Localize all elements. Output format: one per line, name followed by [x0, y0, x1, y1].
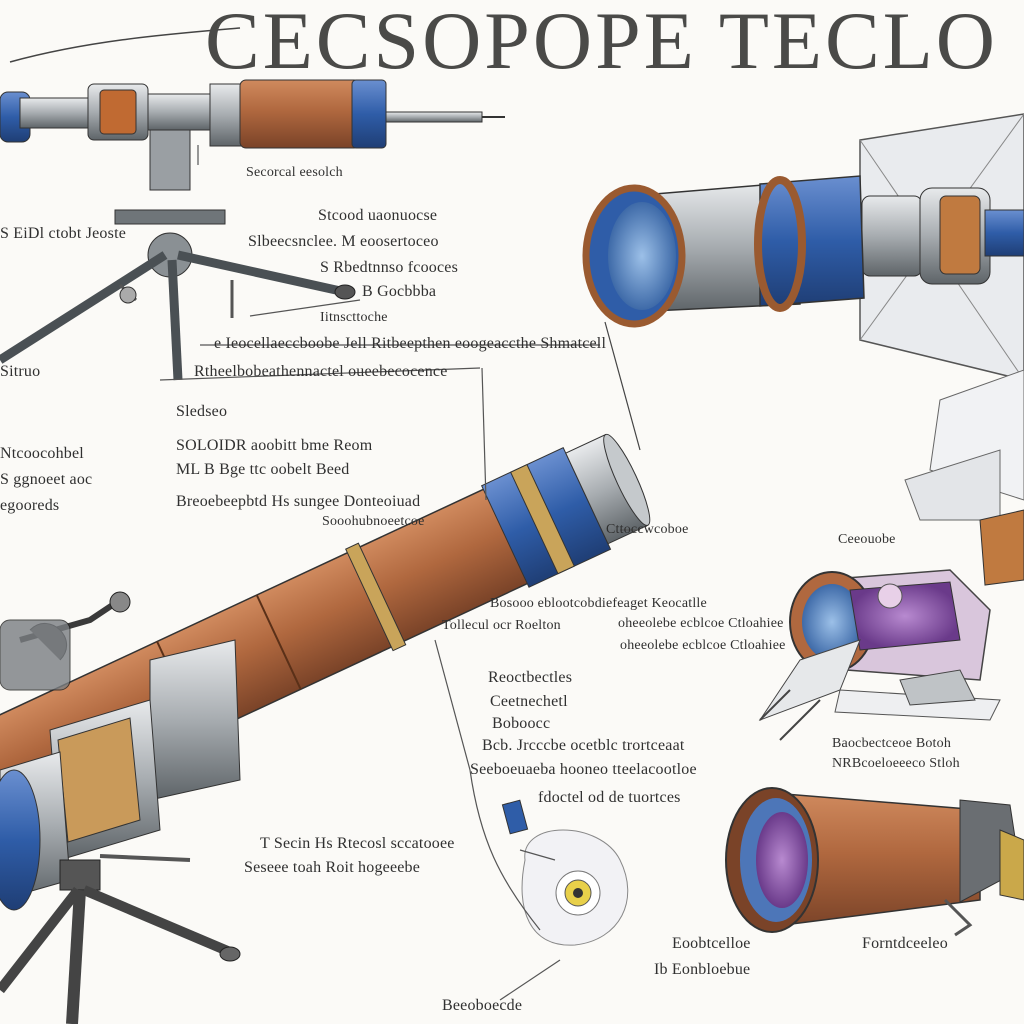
label: Stcood uaonuocse — [318, 207, 438, 224]
eyepiece-assembly — [758, 509, 1024, 741]
label: Seseee toah Roit hogeeebe — [244, 859, 421, 876]
label: Baocbectceoe Botoh — [832, 736, 952, 751]
label: T Secin Hs Rtecosl sccatooee — [260, 835, 455, 852]
label: Reoctbectles — [488, 669, 573, 686]
top-right-telescope — [582, 113, 1024, 521]
label: Beeoboecde — [442, 997, 523, 1014]
label: oheeolebe ecblcoe Ctloahiee — [618, 616, 784, 631]
label: S ggnoeet aoc — [0, 471, 93, 488]
label: fdoctel od de tuortces — [538, 789, 681, 806]
small-eyepiece — [501, 799, 629, 946]
label: egooreds — [0, 497, 60, 514]
label: Secorcal eesolch — [246, 165, 343, 180]
label: Ceetnechetl — [490, 693, 568, 710]
label: Slbeecsnclee. M eoosertoceo — [248, 233, 439, 250]
label: Sledseo — [176, 403, 228, 420]
label: ML B Bge ttc oobelt Beed — [176, 461, 350, 478]
label: Bosooo eblootcobdiefeaget Keocatlle — [490, 596, 707, 611]
diagram-title: CECSOPOPE TECLO — [205, 0, 999, 86]
label: Iitnscttoche — [320, 310, 388, 325]
label: S Rbedtnnso fcooces — [320, 259, 459, 276]
label: Forntdceeleo — [862, 935, 948, 952]
label: Ntcoocohbel — [0, 445, 84, 462]
label: Boboocc — [492, 715, 551, 732]
label: oheeolebe ecblcoe Ctloahiee — [620, 638, 786, 653]
label: Cttoccwcoboe — [606, 522, 689, 537]
label: Ib Eonbloebue — [654, 961, 751, 978]
label: S EiDl ctobt Jeoste — [0, 225, 127, 242]
label: Seeboeuaeba hooneo tteelacootloe — [470, 761, 697, 778]
label: B Gocbbba — [362, 283, 437, 300]
label: Eoobtcelloe — [672, 935, 751, 952]
leader-lines — [159, 145, 640, 1001]
label: Sitruo — [0, 363, 41, 380]
label: Bcb. Jrcccbe ocetblc trortceaat — [482, 737, 685, 754]
top-left-telescope — [0, 27, 505, 381]
label: Rtheelbobeathennactel oueebecocence — [194, 363, 448, 380]
label: SOLOIDR aoobitt bme Reom — [176, 437, 373, 454]
main-telescope — [0, 433, 651, 1024]
label: NRBcoeloeeeco Stloh — [832, 756, 960, 771]
label: Tollecul ocr Roelton — [442, 618, 561, 633]
label: Breoebeepbtd Hs sungee Donteoiuad — [176, 493, 421, 510]
label: Sooohubnoeetcoe — [322, 514, 425, 529]
bottom-right-tube — [725, 787, 1024, 937]
label: Ceeouobe — [838, 532, 896, 547]
label: e Ieocellaeccboobe Jell Ritbeepthen eoog… — [214, 335, 607, 352]
